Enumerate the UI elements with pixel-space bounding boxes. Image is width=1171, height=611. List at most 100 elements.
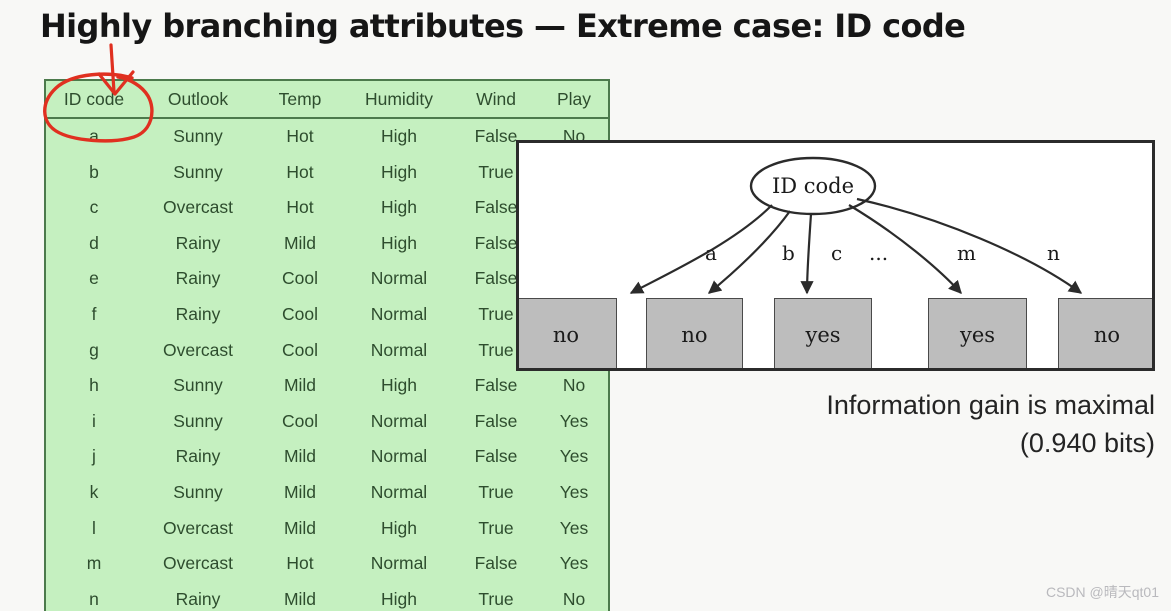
cell-play: No [562,375,586,396]
cell-wind: True [478,303,514,324]
cell-temp: Cool [282,268,318,289]
table-row: j Rainy Mild Normal False Yes [46,439,608,475]
tree-leaf-node-2: no [646,298,743,368]
cell-wind: False [474,197,518,218]
cell-wind: False [474,232,518,253]
cell-humidity: High [381,588,417,609]
cell-play: Yes [559,553,589,574]
cell-wind: False [474,126,518,146]
cell-outlook: Rainy [175,588,221,609]
table-body: aSunnyHotHighFalseNobSunnyHotHighTrueNoc… [46,118,608,611]
cell-outlook: Sunny [173,161,223,182]
caption-line-2: (0.940 bits) [1019,428,1155,458]
cell-temp: Hot [286,126,314,146]
cell-id-code: b [89,161,99,182]
cell-outlook: Overcast [162,517,234,538]
cell-wind: False [474,553,518,574]
cell-temp: Cool [282,303,318,324]
cell-humidity: High [381,517,417,538]
cell-outlook: Rainy [175,446,221,467]
cell-humidity: High [381,375,417,396]
table-row: i Sunny Cool Normal False Yes [46,404,608,440]
cell-outlook: Rainy [175,268,221,289]
csdn-watermark: CSDN @晴天qt01 [1045,584,1159,600]
cell-wind: True [478,339,514,360]
table-header: ID code Outlook Temp Humidity Wind Play [46,81,608,119]
cell-id-code: g [89,339,99,360]
cell-humidity: High [381,126,417,146]
column-header-wind: Wind [452,81,540,119]
cell-humidity: Normal [370,410,428,431]
cell-id-code: k [89,481,99,502]
cell-temp: Mild [283,232,317,253]
cell-wind: False [474,410,518,431]
cell-outlook: Sunny [173,481,223,502]
cell-outlook: Overcast [162,339,234,360]
column-header-play: Play [540,81,608,119]
cell-temp: Mild [283,481,317,502]
table-row: fRainyCoolNormalTrueNo [46,297,608,333]
cell-temp: Hot [286,161,314,182]
cell-humidity: Normal [370,481,428,502]
cell-play: Yes [559,481,589,502]
cell-wind: False [474,446,518,467]
tree-leaf-node-3: yes [774,298,872,368]
cell-id-code: c [89,197,99,218]
cell-outlook: Overcast [162,197,234,218]
tree-edges-svg [629,156,1083,295]
column-header-humidity: Humidity [346,81,452,119]
cell-humidity: Normal [370,339,428,360]
tree-leaf-node-1: no [519,298,617,368]
table-row: h Sunny Mild High False No [46,368,608,404]
cell-temp: Mild [283,375,317,396]
cell-play: Yes [559,446,589,467]
cell-play: Yes [559,410,589,431]
cell-humidity: High [381,232,417,253]
cell-outlook: Sunny [173,375,223,396]
cell-temp: Mild [283,517,317,538]
branch-label-ellipsis: ... [869,241,889,265]
cell-humidity: Normal [370,303,428,324]
cell-id-code: i [92,410,96,431]
cell-outlook: Rainy [175,303,221,324]
branch-label-a: a [705,241,717,265]
cell-id-code: l [92,517,96,538]
column-header-id-code: ID code [46,81,142,119]
cell-outlook: Sunny [173,126,223,146]
decision-tree-diagram: ID code a b c ... m n no no yes yes no [516,140,1155,371]
cell-play: No [562,588,586,609]
cell-outlook: Overcast [162,553,234,574]
cell-wind: True [478,588,514,609]
cell-wind: False [474,268,518,289]
cell-wind: True [478,517,514,538]
table-header-row: ID code Outlook Temp Humidity Wind Play [46,81,608,119]
cell-humidity: High [381,161,417,182]
information-gain-caption: Information gain is maximal (0.940 bits) [700,386,1155,462]
branch-label-b: b [782,241,795,265]
cell-temp: Mild [283,446,317,467]
dataset-table-element: ID code Outlook Temp Humidity Wind Play … [46,81,608,611]
branch-label-m: m [957,241,976,265]
cell-wind: True [478,161,514,182]
cell-id-code: d [89,232,99,253]
cell-id-code: h [89,375,99,396]
cell-temp: Cool [282,410,318,431]
tree-leaf-node-5: no [1058,298,1152,368]
cell-id-code: j [92,446,96,467]
cell-humidity: Normal [370,446,428,467]
column-header-outlook: Outlook [142,81,254,119]
cell-temp: Hot [286,197,314,218]
cell-wind: False [474,375,518,396]
column-header-temp: Temp [254,81,346,119]
cell-temp: Hot [286,553,314,574]
cell-id-code: m [86,553,102,574]
cell-temp: Cool [282,339,318,360]
cell-humidity: High [381,197,417,218]
cell-outlook: Sunny [173,410,223,431]
cell-temp: Mild [283,588,317,609]
